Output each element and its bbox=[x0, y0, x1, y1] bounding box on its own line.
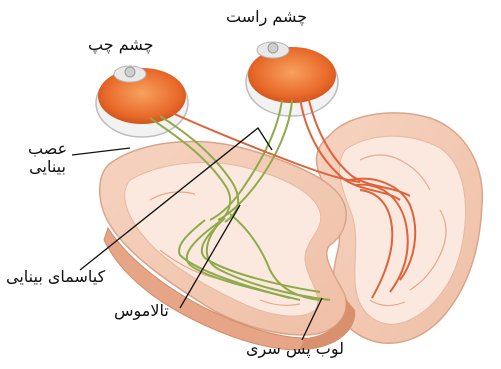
left-eye-label: چشم چپ bbox=[88, 36, 154, 54]
occipital-lobe-label: لوب پس سری bbox=[246, 340, 344, 358]
pointer-optic-nerve bbox=[72, 148, 130, 155]
optic-nerve-label-line1: عصب bbox=[28, 140, 67, 158]
right-eye-label: چشم راست bbox=[226, 8, 307, 26]
thalamus-label: تالاموس bbox=[114, 302, 169, 320]
optic-chiasm-label: کیاسمای بینایی bbox=[6, 268, 105, 286]
optic-nerve-label: عصب بینایی bbox=[28, 140, 67, 177]
optic-nerve-label-line2: بینایی bbox=[28, 158, 67, 176]
